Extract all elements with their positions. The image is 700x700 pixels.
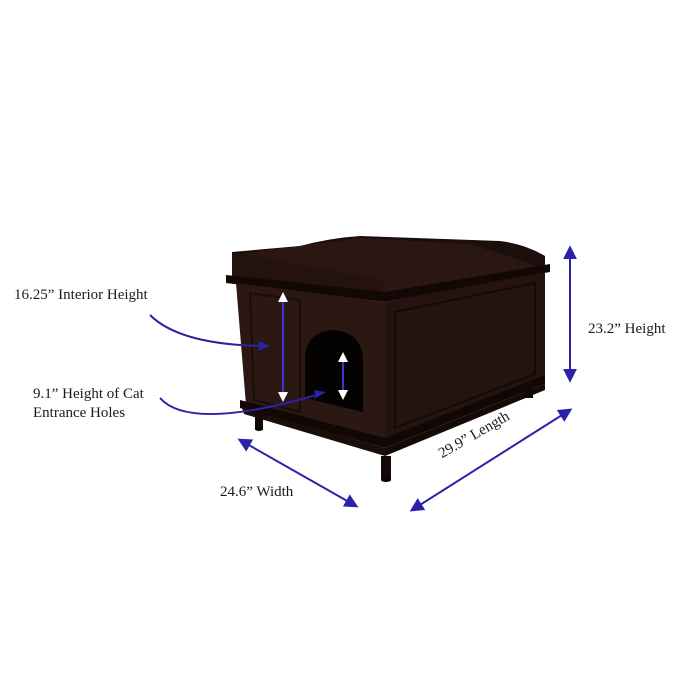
length-arrow xyxy=(409,408,573,512)
width-label: 24.6” Width xyxy=(220,484,294,500)
cabinet xyxy=(226,236,550,482)
cat-entrance-label-line1: 9.1” Height of Cat xyxy=(33,386,144,402)
overall-height-label: 23.2” Height xyxy=(588,321,666,337)
entrance-leader xyxy=(159,393,321,415)
width-arrow xyxy=(237,438,359,508)
cat-entrance-label-line2: Entrance Holes xyxy=(33,405,126,421)
interior-height-leader xyxy=(149,314,266,347)
cat-entrance-label: 9.1” Height of Cat Entrance Holes xyxy=(33,385,144,423)
interior-height-label: 16.25” Interior Height xyxy=(14,287,148,303)
